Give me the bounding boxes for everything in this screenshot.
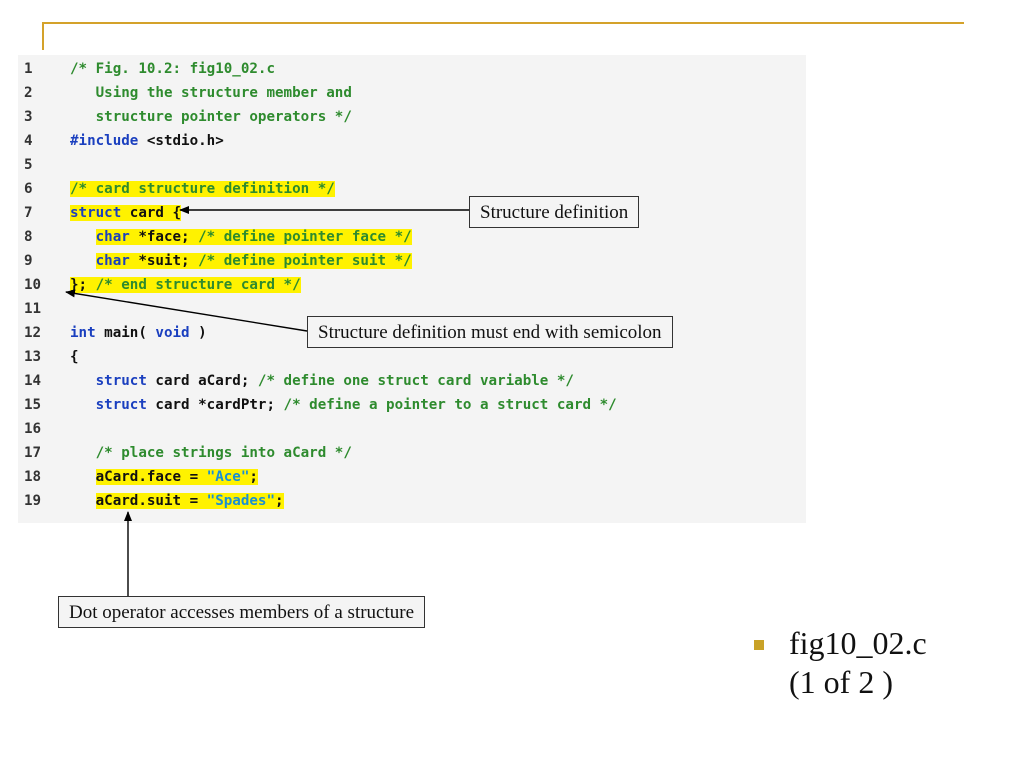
line-number: 10 bbox=[24, 277, 42, 293]
line-number: 7 bbox=[24, 205, 33, 221]
code-token: "Spades" bbox=[206, 493, 276, 509]
line-number: 1 bbox=[24, 61, 33, 77]
top-rule-tick bbox=[42, 22, 44, 50]
code-token: int bbox=[70, 325, 96, 341]
code-token bbox=[70, 445, 96, 461]
callout-dot-operator: Dot operator accesses members of a struc… bbox=[58, 596, 426, 628]
code-token: /* define a pointer to a struct card */ bbox=[283, 397, 617, 413]
code-token: main( bbox=[95, 325, 156, 341]
line-number: 2 bbox=[24, 85, 33, 101]
code-text: /* place strings into aCard */ bbox=[70, 441, 352, 465]
line-number: 8 bbox=[24, 229, 33, 245]
code-token: card { bbox=[121, 205, 182, 221]
code-text: structure pointer operators */ bbox=[70, 105, 352, 129]
slide-file-label: fig10_02.c (1 of 2 ) bbox=[789, 624, 927, 702]
callout-semicolon-note: Structure definition must end with semic… bbox=[307, 316, 673, 348]
code-token: *face; bbox=[129, 229, 199, 245]
code-token: <stdio.h> bbox=[138, 133, 224, 149]
line-number: 15 bbox=[24, 397, 42, 413]
code-token bbox=[70, 469, 96, 485]
code-text: aCard.suit = "Spades"; bbox=[70, 489, 284, 513]
code-token: /* define one struct card variable */ bbox=[257, 373, 574, 389]
code-token: /* card structure definition */ bbox=[70, 181, 335, 197]
code-token: void bbox=[155, 325, 190, 341]
code-token bbox=[70, 397, 96, 413]
line-number: 9 bbox=[24, 253, 33, 269]
code-token: char bbox=[95, 253, 130, 269]
code-text: struct card aCard; /* define one struct … bbox=[70, 369, 574, 393]
code-token: ) bbox=[189, 325, 207, 341]
code-token: #include bbox=[70, 133, 139, 149]
file-name: fig10_02.c bbox=[789, 625, 927, 661]
line-number: 11 bbox=[24, 301, 42, 317]
bullet-square-icon bbox=[754, 640, 764, 650]
line-number: 5 bbox=[24, 157, 33, 173]
code-text: /* Fig. 10.2: fig10_02.c bbox=[70, 57, 275, 81]
line-number: 3 bbox=[24, 109, 33, 125]
code-token: card *cardPtr; bbox=[146, 397, 284, 413]
code-token: }; bbox=[70, 277, 96, 293]
code-token: /* place strings into aCard */ bbox=[95, 445, 352, 461]
callout-structure-definition: Structure definition bbox=[469, 196, 640, 228]
code-token: /* define pointer suit */ bbox=[198, 253, 412, 269]
line-number: 18 bbox=[24, 469, 42, 485]
code-token bbox=[70, 373, 96, 389]
code-token bbox=[70, 253, 96, 269]
code-token: aCard.suit = bbox=[95, 493, 207, 509]
code-text: aCard.face = "Ace"; bbox=[70, 465, 258, 489]
page-indicator: (1 of 2 ) bbox=[789, 664, 893, 700]
code-token: { bbox=[70, 349, 79, 365]
code-token: struct bbox=[70, 205, 122, 221]
top-rule bbox=[42, 22, 964, 24]
code-token: "Ace" bbox=[206, 469, 250, 485]
code-text: char *face; /* define pointer face */ bbox=[70, 225, 412, 249]
code-text: Using the structure member and bbox=[70, 81, 352, 105]
line-number: 13 bbox=[24, 349, 42, 365]
code-token: /* end structure card */ bbox=[95, 277, 301, 293]
code-token: card aCard; bbox=[146, 373, 258, 389]
code-listing: 1 /* Fig. 10.2: fig10_02.c 2 Using the str… bbox=[18, 55, 806, 523]
code-token: /* define pointer face */ bbox=[198, 229, 412, 245]
code-token: struct bbox=[95, 397, 147, 413]
code-text: char *suit; /* define pointer suit */ bbox=[70, 249, 412, 273]
code-text: /* card structure definition */ bbox=[70, 177, 335, 201]
line-number: 16 bbox=[24, 421, 42, 437]
code-token: *suit; bbox=[129, 253, 199, 269]
code-token: Using the structure member and bbox=[70, 85, 352, 101]
line-number: 4 bbox=[24, 133, 33, 149]
code-text: #include <stdio.h> bbox=[70, 129, 224, 153]
code-token: char bbox=[95, 229, 130, 245]
line-number: 19 bbox=[24, 493, 42, 509]
line-number: 14 bbox=[24, 373, 42, 389]
code-text: { bbox=[70, 345, 79, 369]
line-number: 12 bbox=[24, 325, 42, 341]
code-text: int main( void ) bbox=[70, 321, 207, 345]
code-token: aCard.face = bbox=[95, 469, 207, 485]
code-token: struct bbox=[95, 373, 147, 389]
line-number: 6 bbox=[24, 181, 33, 197]
code-token bbox=[70, 493, 96, 509]
code-token: ; bbox=[249, 469, 258, 485]
code-token: ; bbox=[275, 493, 284, 509]
line-number: 17 bbox=[24, 445, 42, 461]
code-text: struct card { bbox=[70, 201, 182, 225]
code-text: }; /* end structure card */ bbox=[70, 273, 301, 297]
code-token bbox=[70, 229, 96, 245]
code-token: /* Fig. 10.2: fig10_02.c bbox=[70, 61, 275, 77]
code-text: struct card *cardPtr; /* define a pointe… bbox=[70, 393, 617, 417]
code-token: structure pointer operators */ bbox=[70, 109, 352, 125]
